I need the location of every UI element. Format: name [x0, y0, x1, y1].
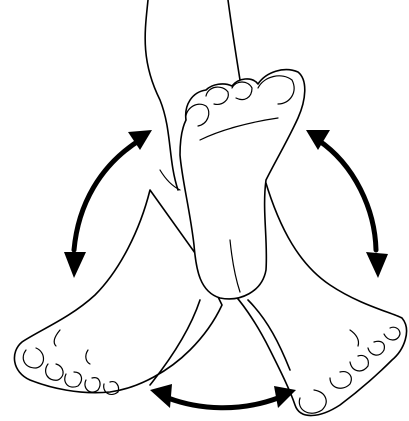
arrow-right: [306, 130, 388, 278]
arrow-bottom: [150, 384, 296, 408]
